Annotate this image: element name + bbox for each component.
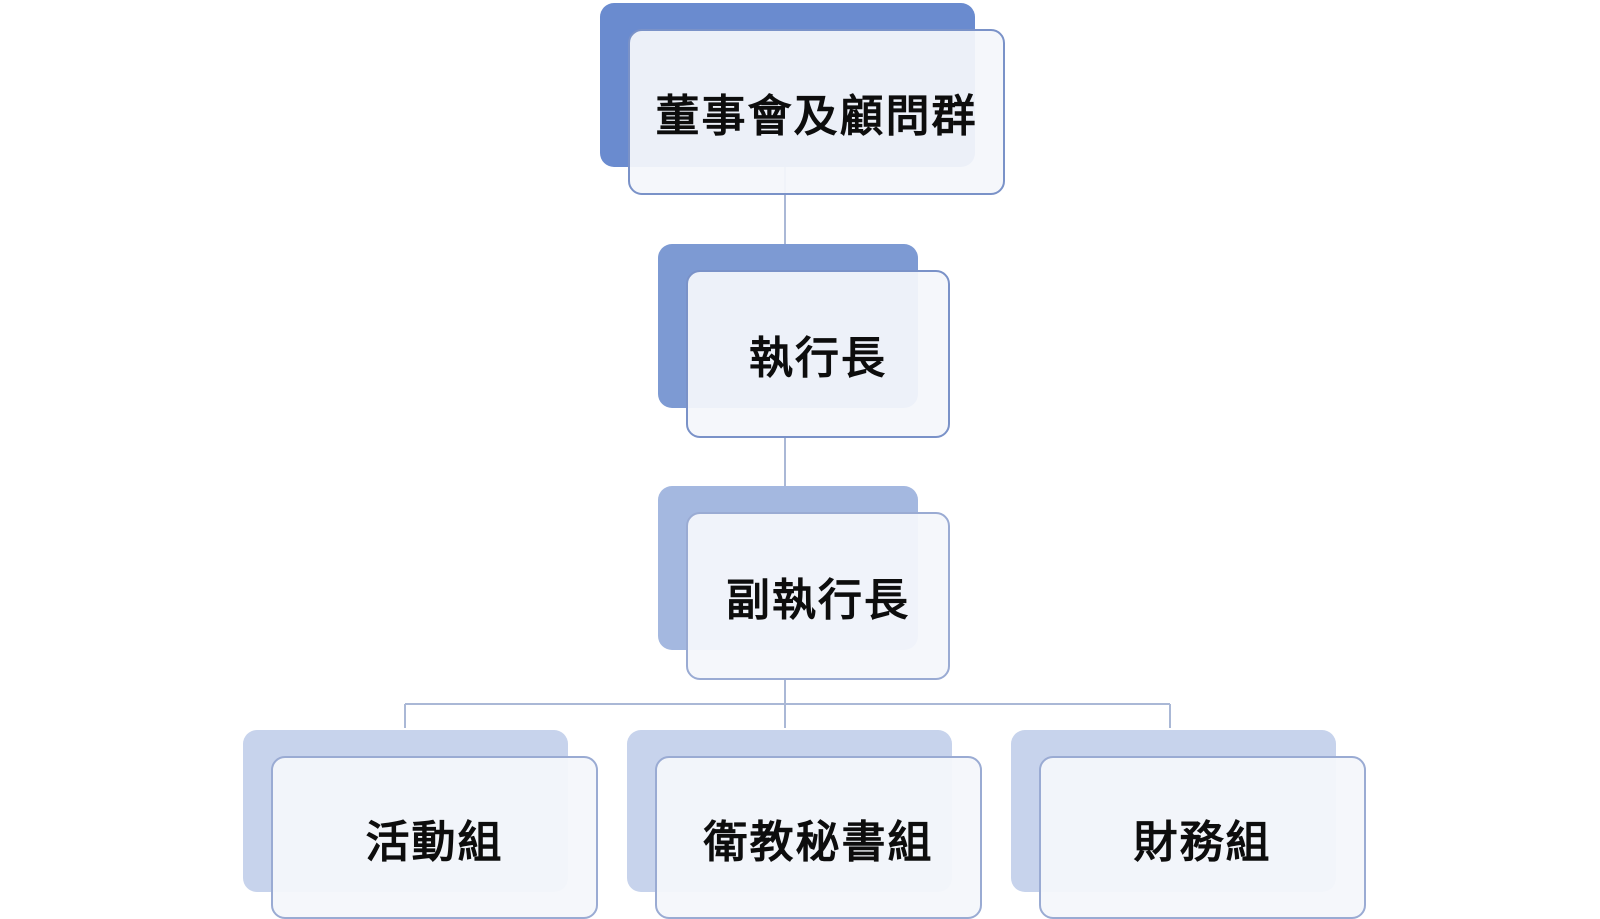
node-ceo-label: 執行長 <box>749 333 887 384</box>
node-secretary-group-box: 衛教秘書組 <box>655 756 982 919</box>
node-deputy-ceo-label: 副執行長 <box>726 575 910 626</box>
node-deputy-ceo: 副執行長 <box>658 486 950 680</box>
node-finance-group-label: 財務組 <box>1133 816 1272 868</box>
node-activity-group-label: 活動組 <box>365 816 504 868</box>
node-activity-group-box: 活動組 <box>271 756 598 919</box>
node-finance-group: 財務組 <box>1011 730 1366 919</box>
node-secretary-group: 衛教秘書組 <box>627 730 982 919</box>
node-deputy-ceo-box: 副執行長 <box>686 512 950 680</box>
node-ceo: 執行長 <box>658 244 950 438</box>
node-finance-group-box: 財務組 <box>1039 756 1366 919</box>
node-ceo-box: 執行長 <box>686 270 950 438</box>
node-board-advisors-label: 董事會及顧問群 <box>655 91 978 142</box>
node-activity-group: 活動組 <box>243 730 598 919</box>
node-secretary-group-label: 衛教秘書組 <box>703 816 934 868</box>
node-board-advisors-box: 董事會及顧問群 <box>628 29 1005 195</box>
node-board-advisors: 董事會及顧問群 <box>600 3 1005 195</box>
